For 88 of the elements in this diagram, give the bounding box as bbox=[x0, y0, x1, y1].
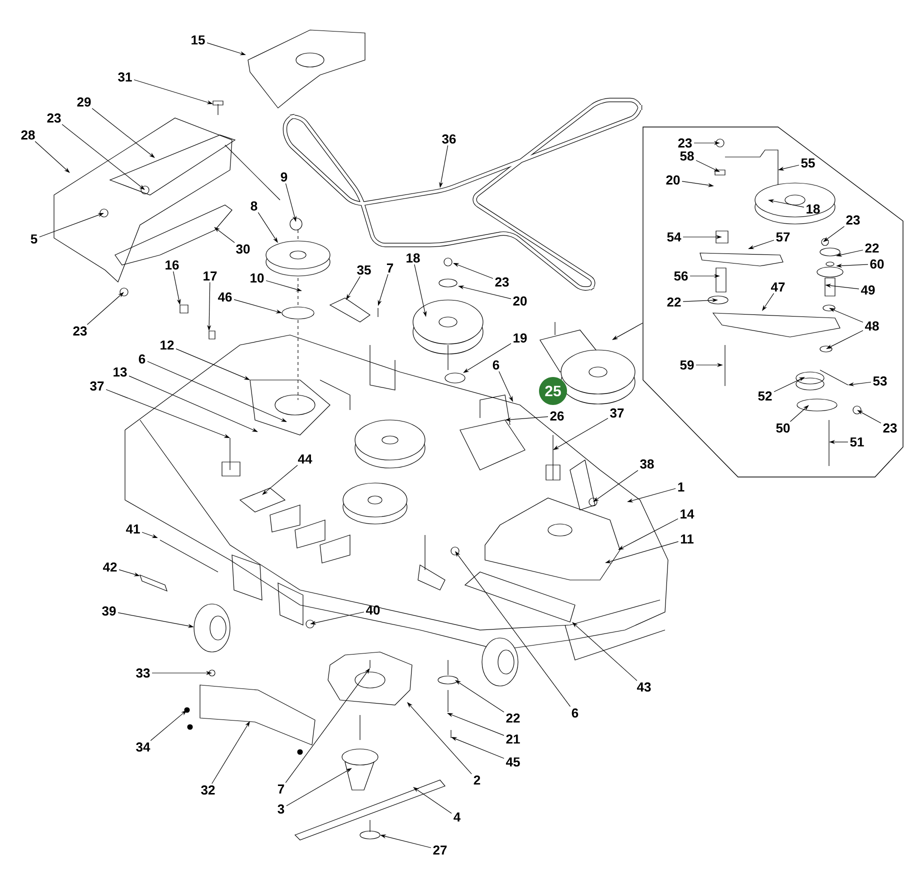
callout-number: 20 bbox=[666, 175, 680, 185]
callout-number: 8 bbox=[250, 201, 258, 211]
callout-number: 1 bbox=[678, 482, 684, 492]
callout-number: 31 bbox=[118, 72, 132, 82]
callout-number: 3 bbox=[278, 804, 284, 814]
callout-number: 20 bbox=[513, 296, 527, 306]
callout-number: 6 bbox=[492, 360, 500, 370]
callout-number: 58 bbox=[680, 151, 694, 161]
leader-line bbox=[262, 464, 298, 495]
callout-number: 52 bbox=[758, 391, 772, 401]
callout-number: 23 bbox=[883, 423, 897, 433]
callout-number: 9 bbox=[280, 172, 288, 182]
callout-number: 36 bbox=[442, 134, 456, 144]
callout-number: 21 bbox=[506, 734, 520, 744]
leader-line bbox=[823, 226, 845, 242]
callout-number: 60 bbox=[870, 259, 884, 269]
callout-number: 22 bbox=[865, 243, 879, 253]
leader-line bbox=[258, 212, 278, 243]
leader-line bbox=[62, 124, 145, 190]
callout-number: 33 bbox=[136, 668, 150, 678]
callout-number: 6 bbox=[572, 708, 578, 718]
leader-line bbox=[150, 710, 187, 741]
callout-number: 18 bbox=[406, 253, 420, 263]
leader-line bbox=[572, 622, 638, 681]
callout-number: 23 bbox=[678, 138, 692, 148]
callout-number: 43 bbox=[636, 682, 651, 692]
callout-number: 34 bbox=[136, 742, 150, 752]
callout-number: 59 bbox=[680, 360, 694, 370]
callout-number: 53 bbox=[873, 376, 887, 386]
leader-line bbox=[86, 292, 124, 325]
callout-number: 37 bbox=[610, 408, 624, 418]
leader-line bbox=[214, 227, 235, 243]
leader-line bbox=[790, 405, 809, 422]
callout-number: 37 bbox=[90, 381, 104, 391]
callout-badge: 25 bbox=[539, 377, 567, 405]
callout-number: 48 bbox=[864, 321, 879, 331]
callout-number: 42 bbox=[102, 562, 117, 572]
leader-line bbox=[762, 292, 774, 311]
leader-line bbox=[407, 702, 472, 774]
callout-number: 50 bbox=[776, 423, 790, 433]
callout-number: 57 bbox=[776, 232, 790, 242]
callout-number: 7 bbox=[278, 784, 284, 794]
callout-number: 46 bbox=[218, 292, 232, 302]
callout-number: 26 bbox=[550, 411, 564, 421]
callout-number: 54 bbox=[667, 232, 682, 242]
callout-number: 6 bbox=[138, 354, 146, 364]
callout-number: 14 bbox=[680, 510, 694, 518]
callout-number: 16 bbox=[166, 260, 179, 270]
callout-number: 23 bbox=[495, 277, 509, 287]
callout-number: 39 bbox=[102, 606, 116, 616]
callout-number: 22 bbox=[667, 297, 681, 307]
callout-number: 29 bbox=[77, 97, 91, 107]
callout-number: 51 bbox=[850, 437, 864, 447]
callout-number: 23 bbox=[846, 215, 860, 225]
callout-number: 41 bbox=[126, 524, 140, 534]
callout-number: 49 bbox=[860, 285, 875, 295]
callout-number: 23 bbox=[47, 113, 61, 123]
callout-number: 56 bbox=[674, 271, 688, 281]
callout-number: 32 bbox=[201, 785, 215, 795]
callout-number: 28 bbox=[21, 130, 35, 140]
callout-number: 40 bbox=[366, 605, 380, 615]
callout-number: 17 bbox=[204, 272, 217, 280]
callout-number: 45 bbox=[506, 757, 520, 767]
callout-number: 55 bbox=[801, 158, 815, 168]
callout-number: 13 bbox=[114, 367, 127, 377]
callout-number: 44 bbox=[298, 454, 312, 464]
callout-number: 47 bbox=[770, 282, 785, 292]
leader-line bbox=[593, 470, 638, 502]
callout-number: 11 bbox=[680, 534, 694, 544]
callout-number: 35 bbox=[357, 265, 371, 275]
callout-number: 10 bbox=[250, 273, 264, 283]
callout-number: 4 bbox=[454, 812, 461, 822]
callout-number: 18 bbox=[806, 204, 820, 214]
leader-line bbox=[285, 668, 370, 784]
callout-number: 7 bbox=[386, 264, 394, 272]
callout-number: 38 bbox=[640, 459, 654, 469]
callout-number: 12 bbox=[160, 340, 174, 350]
leader-line bbox=[34, 141, 70, 173]
callout-number: 19 bbox=[514, 333, 527, 343]
callout-number: 2 bbox=[474, 775, 480, 785]
callout-number: 15 bbox=[192, 35, 205, 45]
leader-line bbox=[92, 108, 155, 158]
callout-number: 30 bbox=[236, 244, 250, 254]
callout-number: 5 bbox=[30, 234, 38, 244]
callout-number: 22 bbox=[506, 713, 520, 723]
callout-number: 23 bbox=[73, 326, 87, 336]
leader-line bbox=[455, 551, 571, 707]
callout-number: 27 bbox=[433, 845, 447, 855]
